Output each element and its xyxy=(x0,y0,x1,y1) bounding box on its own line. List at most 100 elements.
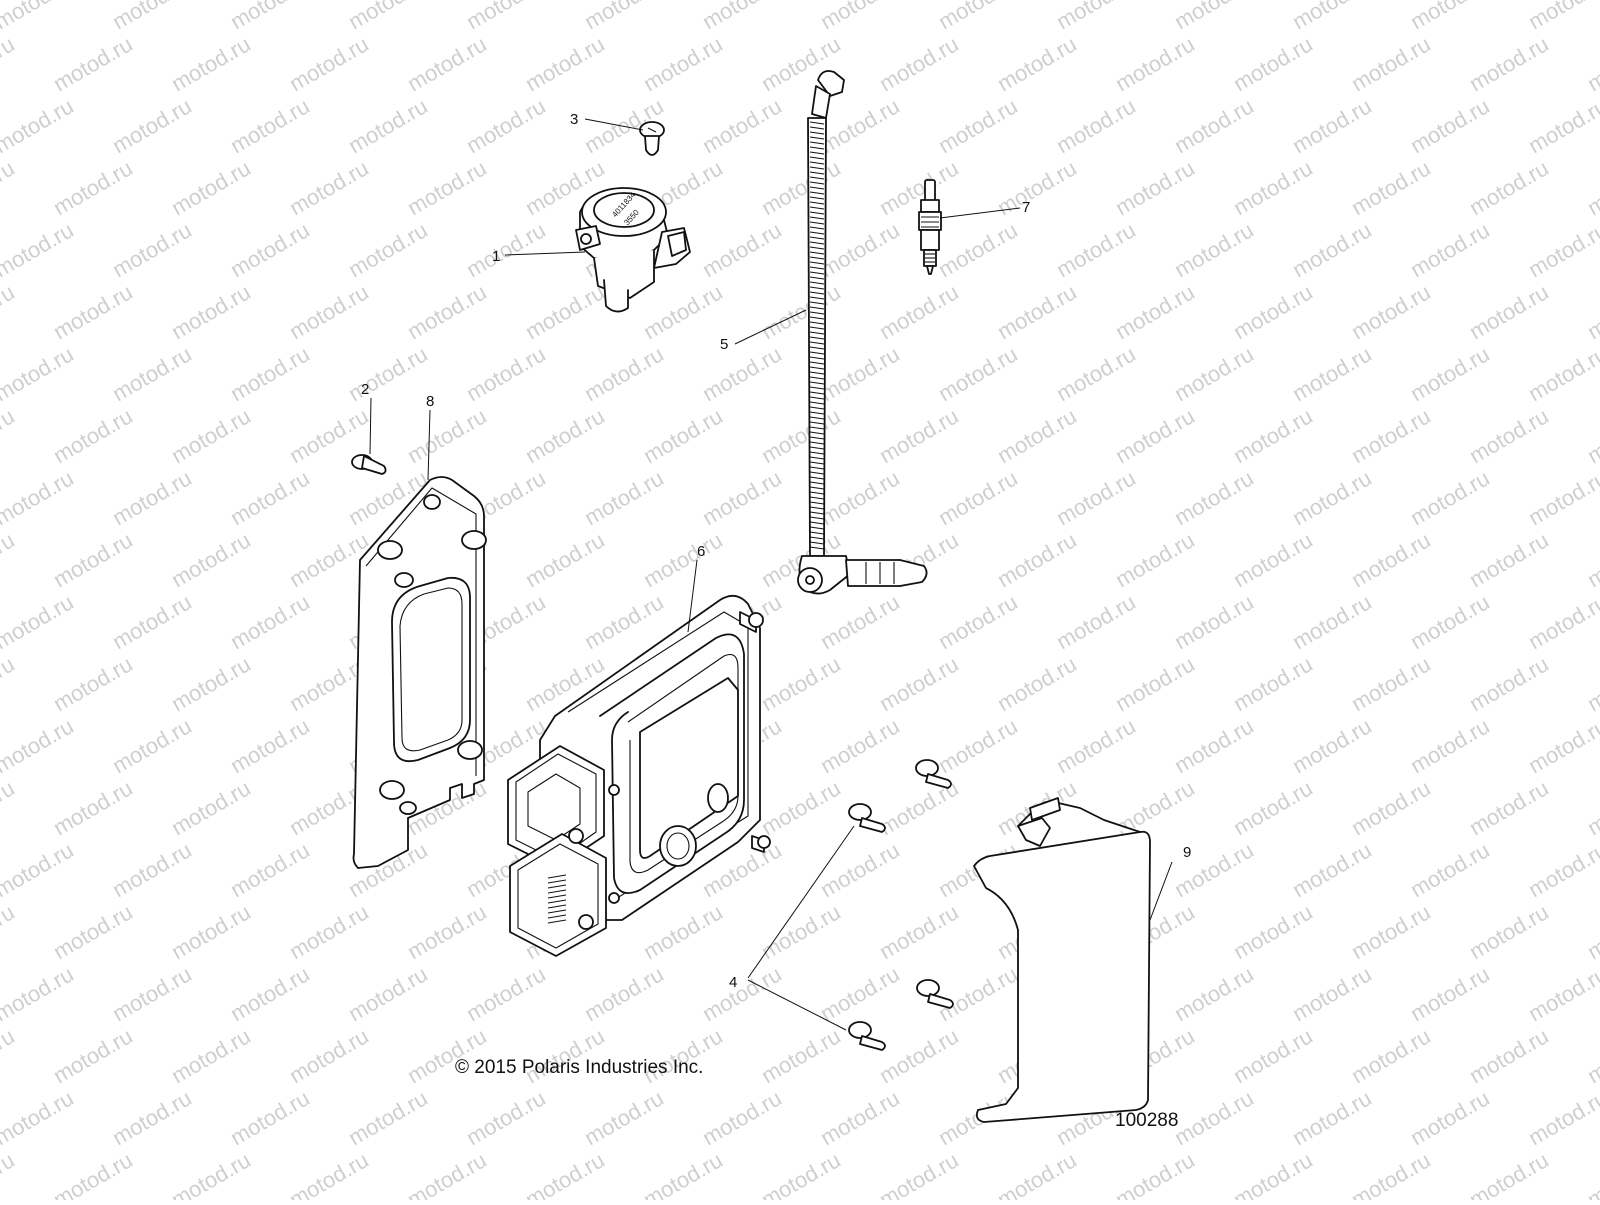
watermark-text: motod.ru xyxy=(1406,341,1494,406)
watermark-text: motod.ru xyxy=(0,651,19,716)
watermark-text: motod.ru xyxy=(1347,651,1435,716)
watermark-text: motod.ru xyxy=(698,0,786,34)
watermark-text: motod.ru xyxy=(0,589,78,654)
watermark-text: motod.ru xyxy=(0,93,78,158)
watermark-text: motod.ru xyxy=(1229,31,1317,96)
watermark-text: motod.ru xyxy=(934,713,1022,778)
cable-rib xyxy=(809,331,825,335)
watermark-text: motod.ru xyxy=(580,341,668,406)
connector-pin xyxy=(547,894,567,899)
watermark-text: motod.ru xyxy=(1583,899,1600,964)
ecu-connector-pins xyxy=(547,874,567,924)
watermark-text: motod.ru xyxy=(816,961,904,1026)
watermark-text: motod.ru xyxy=(0,899,19,964)
cable-rib xyxy=(809,121,825,125)
watermark-text: motod.ru xyxy=(698,341,786,406)
watermark-text: motod.ru xyxy=(698,217,786,282)
connector-pin xyxy=(547,919,567,924)
watermark-text: motod.ru xyxy=(1406,961,1494,1026)
cable-rib xyxy=(809,311,825,315)
watermark-text: motod.ru xyxy=(521,279,609,344)
watermark-text: motod.ru xyxy=(934,93,1022,158)
watermark-text: motod.ru xyxy=(1052,341,1140,406)
cable-rib xyxy=(809,536,825,540)
watermark-text: motod.ru xyxy=(1288,1085,1376,1150)
watermark-text: motod.ru xyxy=(1465,527,1553,592)
watermark-text: motod.ru xyxy=(1583,31,1600,96)
watermark-text: motod.ru xyxy=(875,651,963,716)
watermark-text: motod.ru xyxy=(1583,1023,1600,1088)
watermark-text: motod.ru xyxy=(0,155,19,220)
watermark-text: motod.ru xyxy=(1111,527,1199,592)
watermark-text: motod.ru xyxy=(993,651,1081,716)
cable-rib xyxy=(809,296,825,300)
cable-rib xyxy=(809,531,825,535)
callout-1: 1 xyxy=(492,248,500,265)
watermark-text: motod.ru xyxy=(1406,1085,1494,1150)
watermark-text: motod.ru xyxy=(1406,217,1494,282)
watermark-text: motod.ru xyxy=(1524,93,1600,158)
cable-rib xyxy=(809,176,825,180)
cable-rib xyxy=(809,301,825,305)
cable-rib xyxy=(809,326,825,330)
watermark-text: motod.ru xyxy=(934,0,1022,34)
watermark-text: motod.ru xyxy=(1406,93,1494,158)
watermark-text: motod.ru xyxy=(167,279,255,344)
watermark-text: motod.ru xyxy=(1288,961,1376,1026)
watermark-text: motod.ru xyxy=(1229,527,1317,592)
watermark-text: motod.ru xyxy=(167,31,255,96)
watermark-text: motod.ru xyxy=(757,155,845,220)
watermark-text: motod.ru xyxy=(1524,837,1600,902)
cable-rib xyxy=(809,481,825,485)
watermark-text: motod.ru xyxy=(816,837,904,902)
watermark-text: motod.ru xyxy=(49,527,137,592)
cable-rib xyxy=(809,161,825,165)
cable-rib xyxy=(809,526,825,530)
mounting-bracket-part-8 xyxy=(352,476,487,869)
watermark-text: motod.ru xyxy=(1347,1023,1435,1088)
watermark-text: motod.ru xyxy=(226,1085,314,1150)
watermark-text: motod.ru xyxy=(1465,899,1553,964)
connector-pin xyxy=(547,914,567,919)
watermark-text: motod.ru xyxy=(226,465,314,530)
ignition-coil-part-1: 4011834 3550 xyxy=(575,187,691,313)
watermark-text: motod.ru xyxy=(1288,0,1376,34)
watermark-text: motod.ru xyxy=(1229,403,1317,468)
screw-part-3 xyxy=(639,121,665,156)
cable-rib xyxy=(809,271,825,275)
cable-rib xyxy=(809,256,825,260)
watermark-text: motod.ru xyxy=(1229,899,1317,964)
watermark-text: motod.ru xyxy=(1347,527,1435,592)
watermark-text: motod.ru xyxy=(1347,899,1435,964)
watermark-text: motod.ru xyxy=(1406,713,1494,778)
watermark-text: motod.ru xyxy=(1229,1147,1317,1200)
watermark-text: motod.ru xyxy=(757,1023,845,1088)
watermark-text: motod.ru xyxy=(462,217,550,282)
watermark-text: motod.ru xyxy=(403,899,491,964)
watermark-text: motod.ru xyxy=(108,837,196,902)
cable-rib xyxy=(809,286,825,290)
watermark-text: motod.ru xyxy=(1583,527,1600,592)
watermark-text: motod.ru xyxy=(167,899,255,964)
connector-pin xyxy=(547,904,567,909)
watermark-text: motod.ru xyxy=(1288,589,1376,654)
watermark-text: motod.ru xyxy=(1347,1147,1435,1200)
watermark-text: motod.ru xyxy=(934,341,1022,406)
callout-9: 9 xyxy=(1183,844,1191,861)
watermark-text: motod.ru xyxy=(1052,713,1140,778)
watermark-text: motod.ru xyxy=(49,155,137,220)
cable-rib xyxy=(809,201,825,205)
watermark-text: motod.ru xyxy=(639,1147,727,1200)
watermark-text: motod.ru xyxy=(108,341,196,406)
watermark-text: motod.ru xyxy=(0,403,19,468)
cable-rib xyxy=(809,506,825,510)
watermark-text: motod.ru xyxy=(639,527,727,592)
watermark-text: motod.ru xyxy=(49,279,137,344)
cable-rib xyxy=(809,401,825,405)
cable-rib xyxy=(809,456,825,460)
watermark-text: motod.ru xyxy=(521,403,609,468)
watermark-text: motod.ru xyxy=(698,93,786,158)
watermark-text: motod.ru xyxy=(403,31,491,96)
watermark-text: motod.ru xyxy=(49,1023,137,1088)
watermark-text: motod.ru xyxy=(49,31,137,96)
